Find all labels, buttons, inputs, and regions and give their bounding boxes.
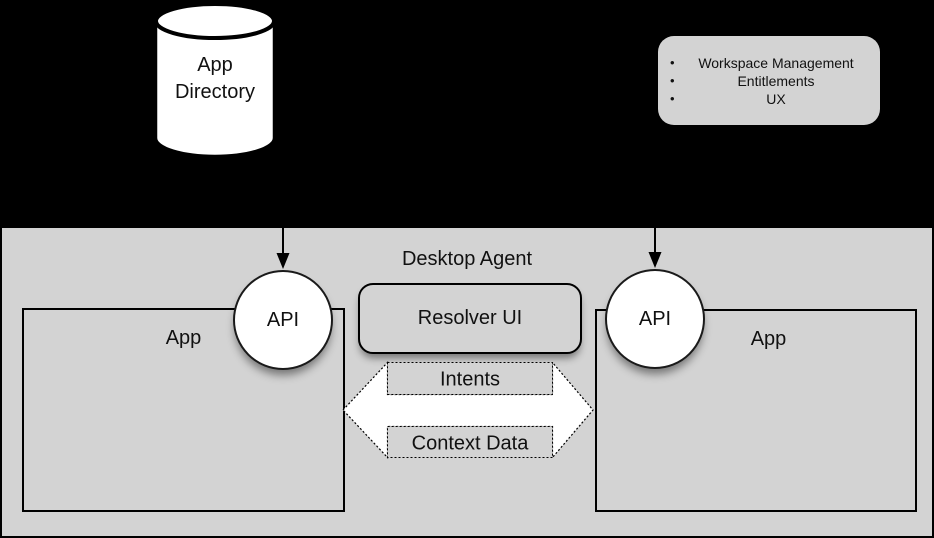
api-circle-right: API: [605, 269, 705, 369]
desktop-agent-features-box: • Workspace Management • Entitlements • …: [658, 36, 880, 125]
database-cylinder-icon: [154, 2, 276, 158]
feature-item-label: Workspace Management: [698, 55, 854, 71]
feature-item-label: UX: [766, 91, 786, 107]
app-label-right: App: [750, 328, 787, 350]
app-label-left: App: [165, 327, 202, 349]
feature-item: • Entitlements: [658, 72, 880, 90]
desktop-agent-title: Desktop Agent: [401, 248, 533, 270]
feature-item-label: Entitlements: [737, 73, 815, 89]
api-label-right: API: [638, 307, 672, 330]
app-directory-node: [150, 0, 280, 165]
feature-item: • UX: [658, 90, 880, 108]
api-circle-left: API: [233, 270, 333, 370]
bullet-icon: •: [670, 73, 675, 88]
app-directory-label: App Directory: [174, 54, 255, 103]
api-label-left: API: [266, 308, 300, 331]
feature-item: • Workspace Management: [658, 54, 880, 72]
bullet-icon: •: [670, 91, 675, 106]
bullet-icon: •: [670, 55, 675, 70]
resolver-ui-label: Resolver UI: [417, 307, 523, 329]
resolver-ui-box: Resolver UI: [358, 283, 582, 354]
